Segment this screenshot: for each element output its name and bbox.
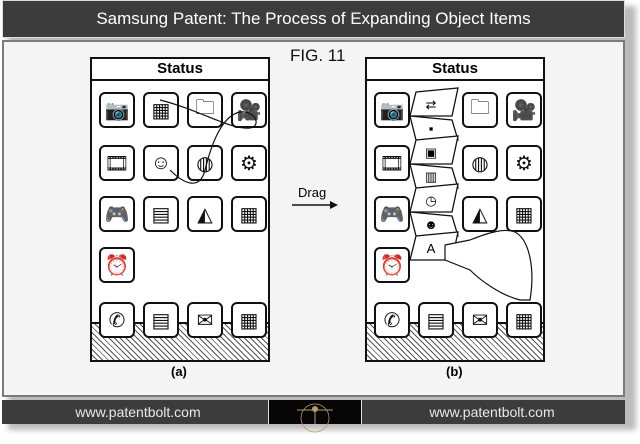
text-editor-icon: A xyxy=(427,241,436,256)
calculator-icon[interactable]: ▦ xyxy=(231,196,267,232)
calendar-icon: ▥ xyxy=(425,169,437,184)
drag-arrow-head xyxy=(330,201,338,209)
video-camera-icon[interactable]: 🎥 xyxy=(231,92,267,128)
film-music-icon[interactable]: 🎞 xyxy=(374,145,410,181)
tv-icon[interactable]: ▤ xyxy=(143,196,179,232)
footer-url-left[interactable]: www.patentbolt.com xyxy=(75,404,201,420)
status-bar: Status xyxy=(367,59,543,81)
stacked-items-icon[interactable]: ▦ xyxy=(143,92,179,128)
folder-icon[interactable]: 🗀 xyxy=(462,92,498,128)
media-player-icon: ▪ xyxy=(429,121,434,136)
settings-gear-icon[interactable]: ⚙ xyxy=(506,145,542,181)
settings-gear-icon[interactable]: ⚙ xyxy=(231,145,267,181)
contacts-settings-icon: ☻ xyxy=(424,217,438,232)
folder-icon[interactable]: 🗀 xyxy=(187,92,223,128)
documents-icon: ▣ xyxy=(425,145,437,160)
drag-label: Drag xyxy=(298,185,327,200)
footer-url-right[interactable]: www.patentbolt.com xyxy=(429,404,555,420)
maps-icon[interactable]: ◭ xyxy=(187,196,223,232)
status-bar: Status xyxy=(92,59,268,81)
alarm-clock-icon[interactable]: ⏰ xyxy=(99,247,135,283)
camera-icon[interactable]: 📷 xyxy=(99,92,135,128)
hand-icon xyxy=(444,229,533,301)
camera-icon[interactable]: 📷 xyxy=(374,92,410,128)
dock-mail-icon[interactable]: ✉ xyxy=(187,302,223,338)
expanded-item-media-player[interactable] xyxy=(409,115,459,141)
maps-icon[interactable]: ◭ xyxy=(462,196,498,232)
phone-panel-b: Status 📷🗀🎥🎞◍⚙🎮◭▦⏰✆▤✉▦ xyxy=(365,57,545,362)
globe-icon[interactable]: ◍ xyxy=(187,145,223,181)
expanded-item-contacts-settings[interactable] xyxy=(409,211,459,237)
gamepad-icon[interactable]: 🎮 xyxy=(374,196,410,232)
drag-path-line xyxy=(159,99,257,184)
video-camera-icon[interactable]: 🎥 xyxy=(506,92,542,128)
dock-apps-grid-icon[interactable]: ▦ xyxy=(231,302,267,338)
alarm-clock-icon[interactable]: ⏰ xyxy=(374,247,410,283)
expanded-item-documents[interactable] xyxy=(409,135,459,165)
page-title: Samsung Patent: The Process of Expanding… xyxy=(2,0,625,38)
gamepad-icon[interactable]: 🎮 xyxy=(99,196,135,232)
expanded-item-calendar[interactable] xyxy=(409,163,459,189)
panel-a-caption: (a) xyxy=(171,364,187,379)
film-music-icon[interactable]: 🎞 xyxy=(99,145,135,181)
dock-phone-icon[interactable]: ✆ xyxy=(374,302,410,338)
panel-b-caption: (b) xyxy=(446,364,463,379)
clock-icon: ◷ xyxy=(425,193,436,208)
globe-icon[interactable]: ◍ xyxy=(462,145,498,181)
dock-phone-icon[interactable]: ✆ xyxy=(99,302,135,338)
dock-mail-icon[interactable]: ✉ xyxy=(462,302,498,338)
dock-messages-icon[interactable]: ▤ xyxy=(418,302,454,338)
vitruvian-logo xyxy=(268,400,362,433)
contacts-icon[interactable]: ☺ xyxy=(143,145,179,181)
expanded-item-clock[interactable] xyxy=(409,183,459,213)
footer: www.patentbolt.com www.patentbolt.com xyxy=(2,400,625,433)
expanded-item-transfer[interactable] xyxy=(409,87,459,117)
dock-apps-grid-icon[interactable]: ▦ xyxy=(506,302,542,338)
expanded-item-strip: ⇄ ▪ ▣ ▥ ◷ ☻ A xyxy=(409,87,459,261)
figure-label: FIG. 11 xyxy=(290,46,346,65)
dock-messages-icon[interactable]: ▤ xyxy=(143,302,179,338)
phone-panel-a: Status 📷▦🗀🎥🎞☺◍⚙🎮▤◭▦⏰✆▤✉▦ xyxy=(90,57,270,362)
calculator-icon[interactable]: ▦ xyxy=(506,196,542,232)
transfer-icon: ⇄ xyxy=(426,97,437,112)
